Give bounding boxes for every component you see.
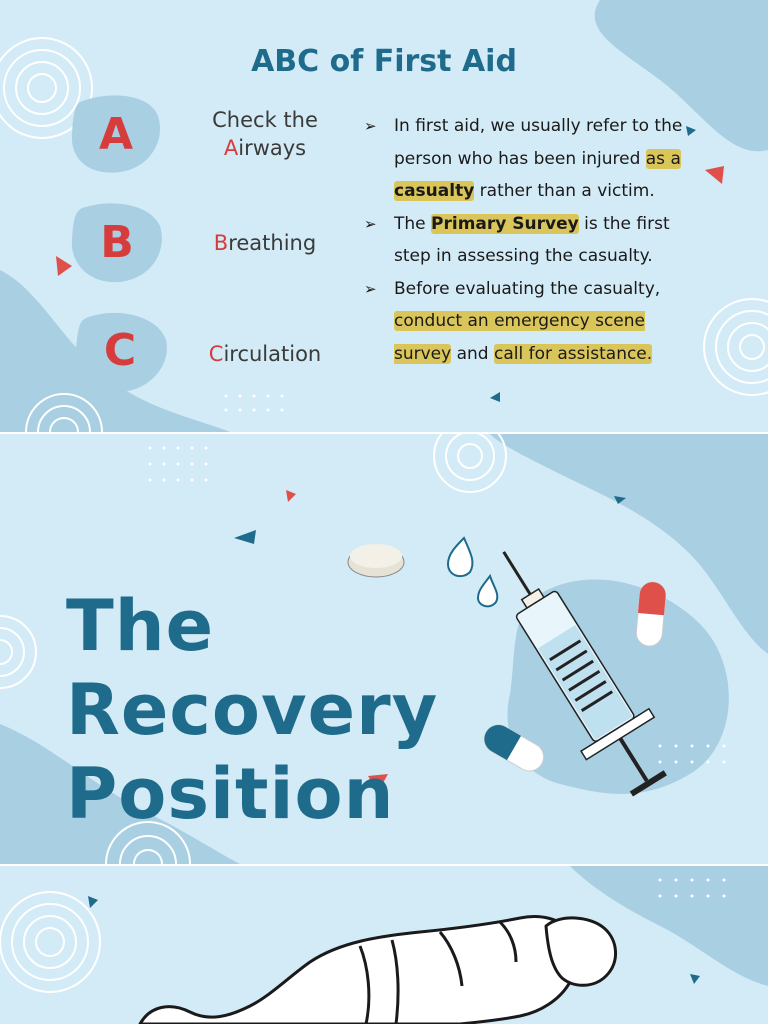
bullet-list: ➢ In first aid, we usually refer to the … (364, 110, 704, 370)
badge-a-shape (71, 95, 161, 173)
triangle-blue-right (686, 126, 696, 136)
badge-b-shape (71, 203, 162, 283)
triangle-red-small (286, 490, 296, 502)
highlight-text: as a (645, 148, 681, 169)
triangle-red-left (56, 256, 72, 276)
label-circulation-rest: irculation (223, 342, 322, 366)
letter-c-badge: C (103, 324, 137, 376)
triangle-red-right (705, 166, 724, 184)
bullet-item: ➢ The Primary Survey is the first step i… (364, 208, 704, 273)
title-line: The (66, 585, 215, 667)
bullet-text: and (451, 343, 494, 364)
bullet-text: Before evaluating the casualty, (394, 278, 661, 299)
bullet-text: is the first step in assessing the casua… (394, 213, 670, 267)
dot-grid (224, 394, 284, 412)
label-circulation: Circulation (190, 340, 340, 368)
bullet-arrow-icon: ➢ (364, 214, 377, 233)
capsule-red-icon (635, 581, 667, 647)
title-line: Recovery (66, 669, 439, 751)
label-breathing-rest: reathing (228, 231, 317, 255)
slide1-decoration (0, 0, 768, 432)
highlight-primary-survey: Primary Survey (431, 213, 579, 234)
label-airways-first-letter: A (223, 136, 239, 160)
concentric-circles-bottom (25, 393, 103, 432)
bullet-item: ➢ Before evaluating the casualty, conduc… (364, 273, 704, 371)
drop-icon (476, 573, 499, 608)
badge-c-shape (75, 312, 167, 392)
syringe-icon (502, 551, 667, 797)
tablet-pill-icon (347, 544, 405, 578)
drop-icon (446, 536, 474, 578)
slide-title: ABC of First Aid (251, 44, 517, 79)
concentric-circles-right (703, 298, 768, 396)
slide2-decoration (0, 434, 768, 864)
letter-b-badge: B (100, 216, 134, 268)
bullet-arrow-icon: ➢ (364, 117, 377, 135)
bullet-item: ➢ In first aid, we usually refer to the … (364, 110, 704, 208)
slide3-decoration (0, 866, 768, 1024)
bullet-text: The (394, 213, 432, 234)
recovery-position-title: The Recovery Position (66, 584, 438, 836)
bullet-text: In first aid, we usually refer to the pe… (394, 116, 683, 169)
label-airways-rest: irways (238, 136, 307, 160)
highlight-call-assistance: call for assistance. (494, 343, 653, 364)
concentric-circles-top (433, 434, 507, 493)
slide-abc-first-aid: ABC of First Aid A B C Check the Airways… (0, 0, 768, 432)
bullet-arrow-icon: ➢ (364, 279, 377, 298)
concentric-circles-left (0, 615, 37, 689)
label-breathing-first-letter: B (213, 231, 229, 255)
capsule-blue-icon (483, 724, 545, 772)
label-airways: Check the Airways (190, 106, 340, 162)
label-airways-line1: Check the (212, 108, 318, 132)
slide-recovery-position: The Recovery Position (0, 434, 768, 864)
title-line: Position (66, 753, 395, 835)
triangle-blue (234, 530, 256, 544)
label-breathing: Breathing (190, 229, 340, 257)
label-circulation-first-letter: C (208, 342, 224, 366)
highlight-casualty: casualty (394, 181, 475, 201)
label-airways-line2: Airways (190, 134, 340, 162)
concentric-circles-left (0, 37, 93, 139)
bullet-text: rather than a victim. (474, 181, 655, 201)
concentric-circles-bottom (105, 821, 191, 864)
slide-recovery-illustration (0, 866, 768, 1024)
letter-a-badge: A (98, 108, 134, 160)
triangle-red (368, 774, 388, 792)
person-recovery-illustration (138, 915, 617, 1024)
